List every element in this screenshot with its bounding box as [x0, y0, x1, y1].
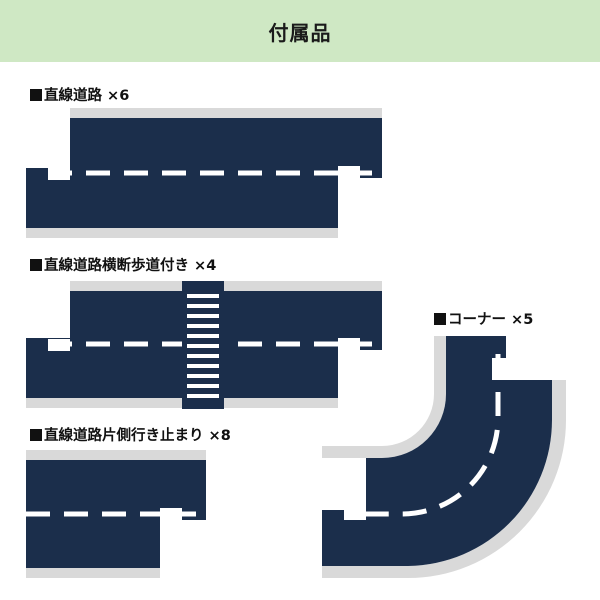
dead-end-road-piece — [26, 450, 206, 578]
connector-notch-right — [338, 338, 360, 350]
corner-road-piece — [322, 336, 566, 578]
crosswalk-stripe — [187, 364, 219, 368]
curb-top — [26, 450, 206, 460]
connector-notch-left — [344, 508, 366, 520]
crosswalk-stripe — [187, 374, 219, 378]
crosswalk-stripes — [187, 294, 219, 398]
crosswalk-stripe — [187, 334, 219, 338]
curb-outer — [322, 380, 566, 578]
curb-bottom — [26, 228, 338, 238]
crosswalk-stripe — [187, 314, 219, 318]
header-bar: 付属品 — [0, 0, 600, 62]
crosswalk-stripe — [187, 294, 219, 298]
crosswalk-road-piece — [26, 281, 382, 409]
crosswalk-stripe — [187, 324, 219, 328]
crosswalk-stripe — [187, 344, 219, 348]
square-bullet-icon — [30, 259, 42, 271]
connector-notch-left — [48, 168, 70, 180]
section-label-dead-end-text: 直線道路片側行き止まり ×8 — [44, 428, 231, 444]
section-label-corner-text: コーナー ×5 — [448, 312, 534, 328]
center-line — [344, 354, 501, 517]
crosswalk-stripe — [187, 354, 219, 358]
curb-top — [70, 108, 382, 118]
crosswalk-stripe — [187, 304, 219, 308]
curb-top — [70, 281, 382, 291]
curb-bottom — [26, 568, 160, 578]
section-label-dead-end: 直線道路片側行き止まり ×8 — [30, 429, 231, 444]
road-surface — [322, 336, 552, 566]
section-label-straight: 直線道路 ×6 — [30, 89, 129, 104]
section-label-crosswalk-text: 直線道路横断歩道付き ×4 — [44, 258, 217, 274]
connector-notch-right — [160, 508, 182, 520]
page-title: 付属品 — [268, 20, 332, 45]
square-bullet-icon — [30, 429, 42, 441]
connector-notch-left — [48, 339, 70, 351]
square-bullet-icon — [30, 89, 42, 101]
section-label-corner: コーナー ×5 — [434, 313, 533, 328]
section-label-straight-text: 直線道路 ×6 — [44, 88, 130, 104]
straight-road-piece — [26, 108, 382, 238]
crosswalk-stripe — [187, 394, 219, 398]
section-label-crosswalk: 直線道路横断歩道付き ×4 — [30, 259, 216, 274]
connector-notch-right — [338, 166, 360, 178]
connector-notch-top — [492, 358, 506, 380]
square-bullet-icon — [434, 313, 446, 325]
crosswalk-stripe — [187, 384, 219, 388]
